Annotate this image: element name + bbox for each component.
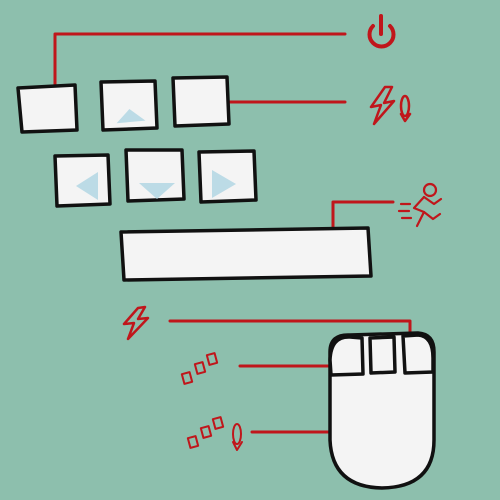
double-click-rotate-icon	[186, 416, 243, 451]
key-top-right	[171, 75, 231, 128]
arrow-left-icon	[76, 172, 98, 200]
key-bottom-middle	[124, 148, 186, 203]
double-click-icon	[180, 352, 219, 385]
arrow-down-icon	[139, 183, 175, 199]
callout-line-power	[53, 32, 347, 90]
running-figure-icon	[397, 182, 443, 228]
callout-line-spacebar	[331, 200, 395, 234]
spacebar-key	[119, 226, 373, 282]
power-icon	[367, 14, 396, 49]
key-top-left	[16, 83, 79, 134]
mouse-left-button	[328, 335, 365, 377]
arrow-right-icon	[212, 170, 236, 198]
mouse-right-button	[401, 333, 435, 375]
key-bottom-left	[53, 153, 112, 208]
key-bottom-right	[197, 149, 258, 204]
arrow-up-icon	[116, 109, 146, 124]
lightning-rotate-icon	[369, 85, 412, 126]
mouse-middle-button	[368, 335, 397, 375]
key-top-middle	[99, 79, 159, 132]
lightning-icon	[122, 305, 150, 341]
